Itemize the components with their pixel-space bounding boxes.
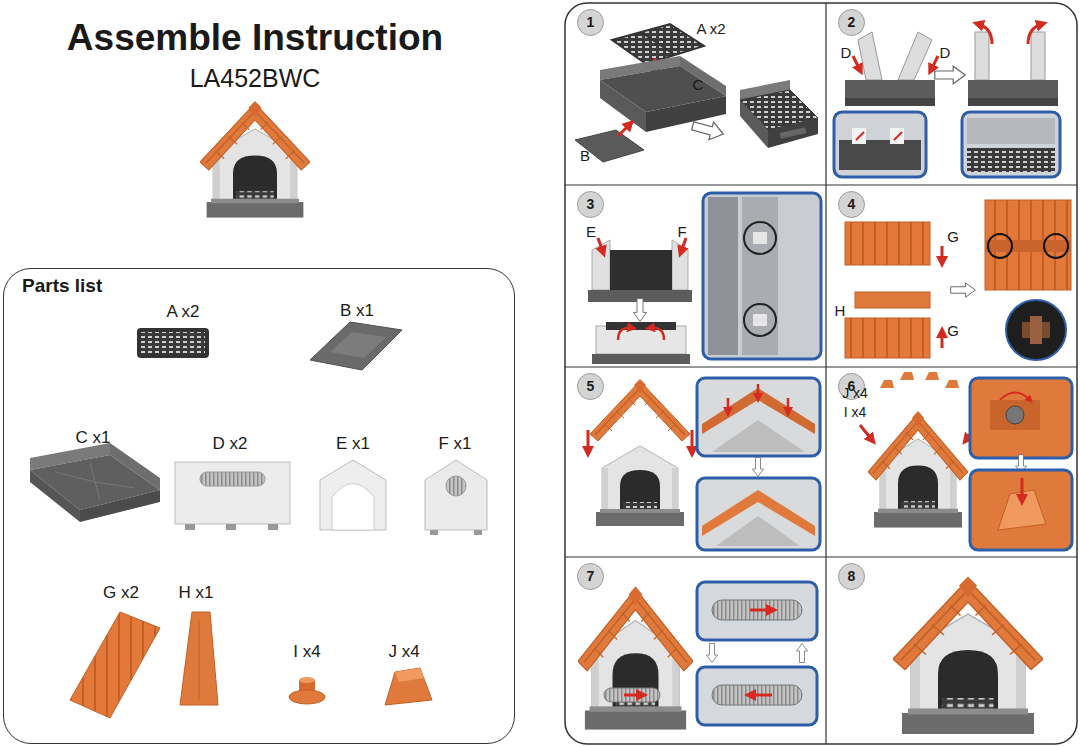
part-label: C x1 — [76, 428, 111, 448]
part-label: G — [947, 228, 959, 245]
part-label: E x1 — [336, 434, 370, 454]
step-panel: 8 — [826, 557, 1078, 745]
part-label: J x4 — [388, 642, 419, 662]
part-label: I x4 — [293, 642, 320, 662]
step-number: 5 — [577, 373, 604, 400]
part-label: G — [947, 322, 959, 339]
part-label: F — [677, 223, 686, 240]
part-label: H x1 — [179, 583, 214, 603]
panel-heading: Parts list — [22, 275, 102, 297]
step-number: 3 — [577, 191, 604, 218]
step-panel: 1 — [565, 3, 826, 185]
step-number: 7 — [577, 563, 604, 590]
part-label: A x2 — [166, 302, 199, 322]
page-title: Assemble Instruction — [67, 17, 443, 59]
model-number: LA452BWC — [190, 64, 321, 93]
part-label: D — [940, 44, 951, 61]
step-panel: 2 — [826, 3, 1078, 185]
part-label: C — [693, 76, 704, 93]
part-label: D x2 — [213, 434, 248, 454]
step-number: 1 — [577, 9, 604, 36]
part-label: B — [580, 147, 590, 164]
step-panel: 4 — [826, 185, 1078, 367]
parts-list-panel: Parts list — [3, 268, 515, 744]
step-number: 8 — [838, 563, 865, 590]
part-label: A x2 — [696, 20, 725, 37]
step-number: 4 — [838, 191, 865, 218]
step-panel: 5 — [565, 367, 826, 557]
step-panel: 7 — [565, 557, 826, 745]
part-label: E — [586, 223, 596, 240]
part-label: G x2 — [103, 583, 139, 603]
part-label: H — [835, 302, 846, 319]
step-panel: 3 — [565, 185, 826, 367]
step-number: 2 — [838, 9, 865, 36]
part-label: J x4 — [842, 385, 868, 401]
part-label: D — [841, 44, 852, 61]
part-label: F x1 — [438, 434, 471, 454]
part-label: B x1 — [340, 301, 374, 321]
part-label: I x4 — [844, 404, 867, 420]
